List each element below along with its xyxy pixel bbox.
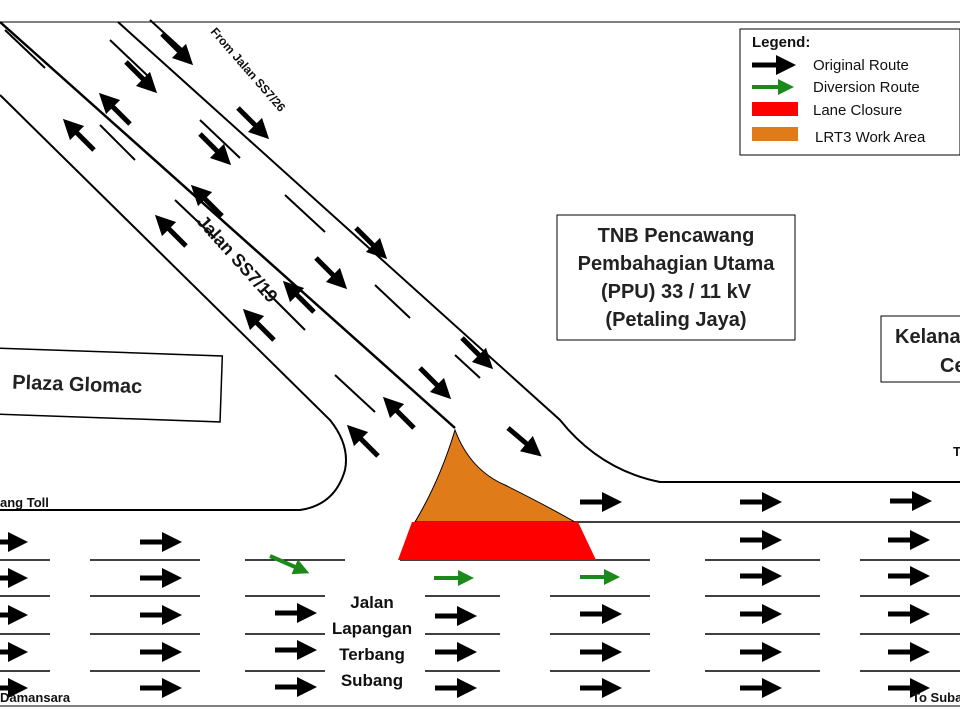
original-route-arrow [98, 92, 132, 126]
lapangan-line-2: Lapangan [332, 619, 412, 638]
legend-original-route-label: Original Route [813, 57, 909, 74]
original-route-arrow [354, 226, 388, 260]
original-route-arrow [160, 32, 194, 66]
original-route-arrow [124, 60, 158, 94]
damansara-label: Damansara [0, 690, 71, 705]
original-route-arrow [418, 366, 452, 400]
ss7-19-west-edge [0, 94, 347, 511]
kelana-building-box: Kelana Ce [880, 315, 960, 383]
diversion-route-arrows [269, 554, 620, 586]
legend-lrt3-work-area-swatch [752, 127, 798, 141]
legend: Legend: Original Route Diversion Route L… [739, 28, 960, 156]
lapangan-line-3: Terbang [339, 645, 405, 664]
jalan-ss7-19-road [0, 21, 960, 511]
original-route-arrow [198, 132, 232, 166]
lapangan-line-4: Subang [341, 671, 403, 690]
lane-closure-area [398, 522, 596, 560]
from-jalan-ss7-26-label: From Jalan SS7/26 [208, 25, 289, 115]
diversion-route-arrow [269, 554, 310, 575]
legend-lrt3-work-area-label: LRT3 Work Area [815, 129, 926, 146]
legend-lane-closure-swatch [752, 102, 798, 116]
legend-lane-closure-label: Lane Closure [813, 102, 902, 119]
toll-label: ang Toll [0, 495, 49, 510]
original-route-arrow [460, 336, 494, 370]
original-route-arrow [190, 184, 224, 218]
original-route-arrow [314, 256, 348, 290]
kelana-line-1: Kelana [895, 326, 960, 348]
original-route-arrow [62, 118, 96, 152]
jalan-ss7-19-label: Jalan SS7/19 [193, 211, 282, 306]
plaza-glomac-label: Plaza Glomac [12, 372, 143, 399]
lrt3-work-area [414, 428, 577, 523]
tnb-line-3: (PPU) 33 / 11 kV [601, 281, 752, 303]
original-route-arrow [242, 308, 276, 342]
kelana-line-2: Ce [940, 355, 960, 377]
original-route-arrow [346, 424, 380, 458]
to-subang-label: To Suba [912, 690, 960, 705]
original-route-arrows-northbound [62, 92, 416, 458]
legend-title: Legend: [752, 34, 810, 51]
tnb-line-2: Pembahagian Utama [578, 253, 776, 275]
legend-diversion-route-label: Diversion Route [813, 79, 920, 96]
original-route-arrow [382, 396, 416, 430]
tnb-substation-box: TNB Pencawang Pembahagian Utama (PPU) 33… [556, 214, 796, 341]
original-route-arrows-southbound [124, 32, 542, 457]
original-route-arrow [282, 280, 316, 314]
original-route-arrow [236, 106, 270, 140]
original-route-arrow [154, 214, 188, 248]
plaza-glomac-box: Plaza Glomac [0, 347, 224, 423]
original-route-arrows-eastbound [0, 491, 932, 698]
ss7-19-east-edge [117, 21, 960, 483]
east-road-label-fragment: T [953, 444, 960, 459]
tnb-line-1: TNB Pencawang [598, 225, 755, 247]
lapangan-line-1: Jalan [350, 593, 393, 612]
original-route-arrow [506, 426, 542, 457]
tnb-line-4: (Petaling Jaya) [605, 309, 746, 331]
ss7-19-median [0, 21, 456, 429]
